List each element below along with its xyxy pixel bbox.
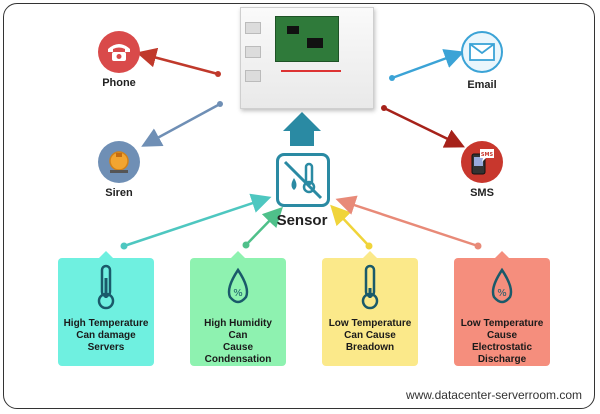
phone-label: Phone [102,77,136,89]
arrow-card4-sensor [335,195,479,248]
envelope-icon [461,31,503,73]
email-label: Email [467,79,497,91]
arrow-card3-sensor [330,204,370,247]
arrow-to-email [391,49,465,80]
humidity-drop-icon: % [491,267,513,304]
svg-text:SMS: SMS [481,152,494,158]
arrow-to-siren [141,102,221,147]
siren-label: Siren [105,187,133,199]
website-footer: www.datacenter-serverroom.com [405,388,582,402]
sms-label: SMS [470,187,494,199]
svg-text:%: % [233,288,243,299]
humidity-drop-icon: % [227,267,249,304]
sensor-thermometer-icon [276,153,330,207]
siren-bell-icon [98,141,140,183]
arrow-card1-sensor [123,193,272,248]
svg-text:%: % [497,288,507,299]
diagram-frame [3,3,595,409]
arrow-card2-sensor [245,206,283,246]
telephone-icon [98,31,140,73]
arrow-to-phone [136,47,219,76]
thermometer-icon [361,264,379,310]
up-arrow-sensor-to-panel [283,112,321,146]
thermometer-icon [97,264,115,310]
arrow-to-sms [383,106,465,148]
sms-phone-icon: SMS [461,141,503,183]
sensor-label: Sensor [276,212,328,229]
alarm-control-panel [240,7,374,109]
